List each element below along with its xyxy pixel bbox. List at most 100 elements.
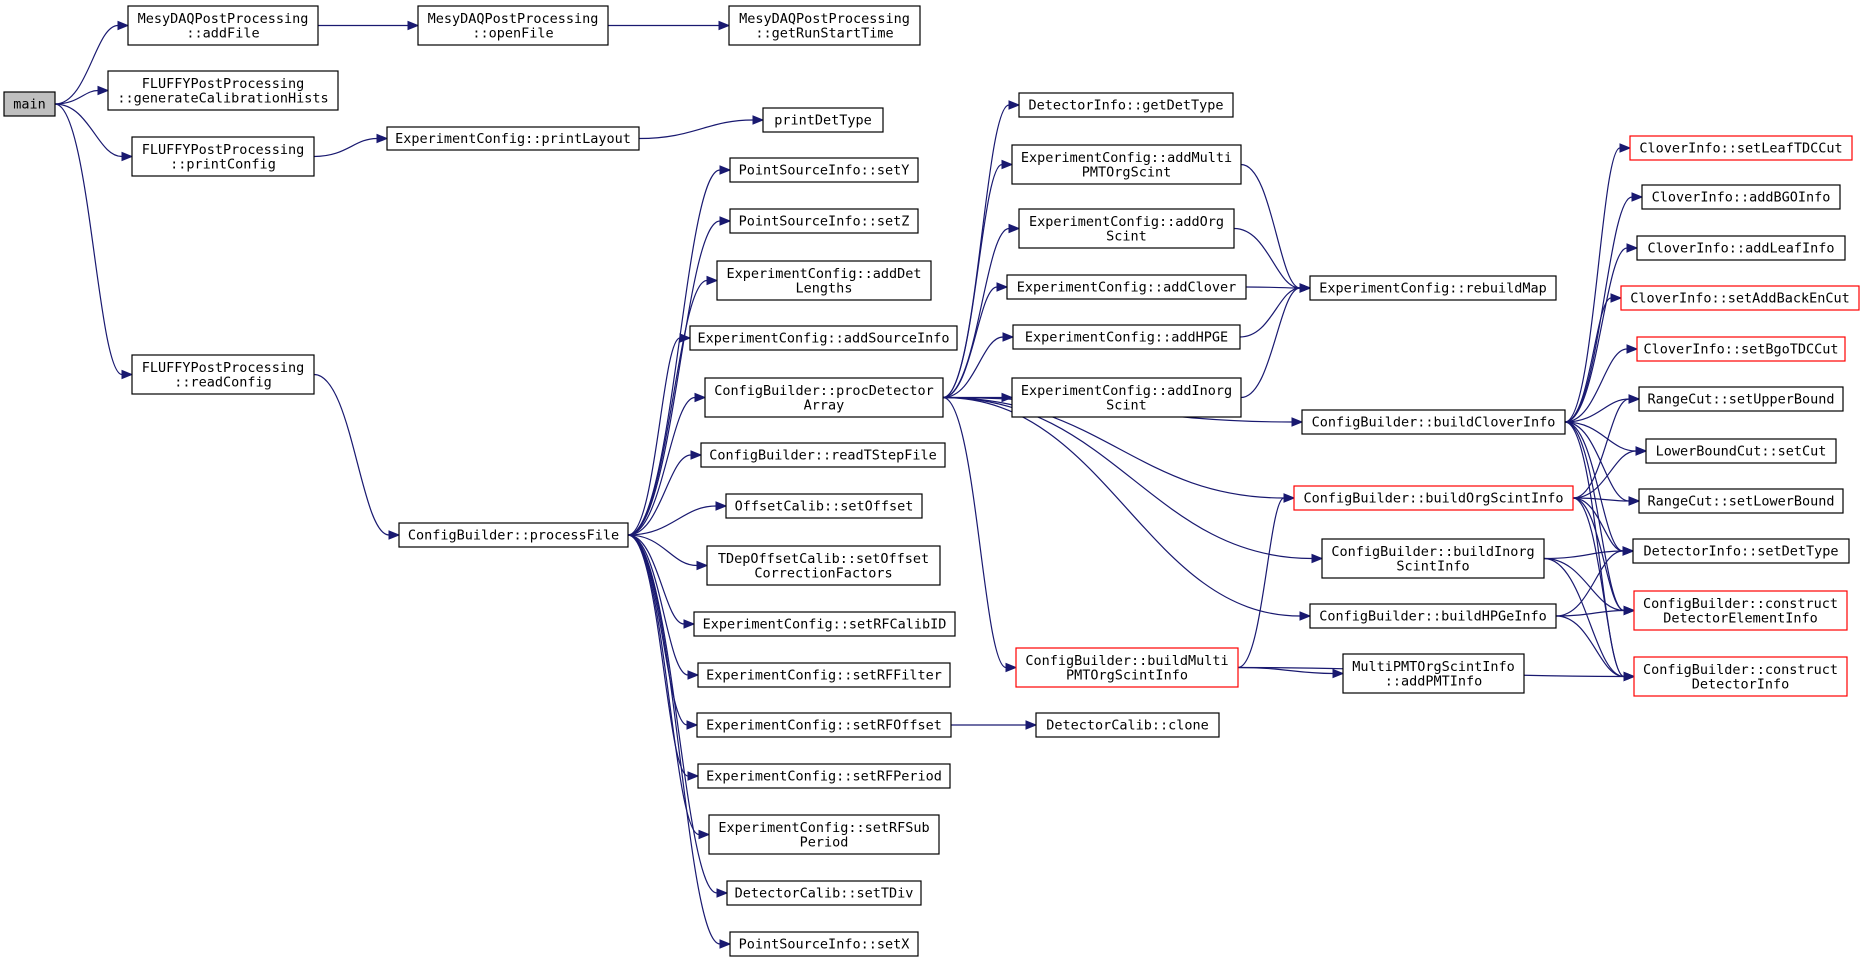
node-label: main: [13, 97, 46, 113]
node-buildOrgScintInfo[interactable]: ConfigBuilder::buildOrgScintInfo: [1293, 485, 1574, 511]
node-label: FLUFFYPostProcessing: [142, 142, 305, 158]
node-label: RangeCut::setLowerBound: [1648, 494, 1835, 510]
node-setRFCalibID[interactable]: ExperimentConfig::setRFCalibID: [693, 611, 956, 637]
node-label: DetectorCalib::setTDiv: [735, 886, 914, 902]
node-printDetType[interactable]: printDetType: [762, 107, 884, 133]
node-label: ExperimentConfig::addClover: [1017, 280, 1236, 296]
node-label: CloverInfo::setAddBackEnCut: [1630, 291, 1849, 307]
edge-buildOrgScintInfo-to-setLowerBound: [1572, 496, 1641, 506]
node-setLeafTDCCut[interactable]: CloverInfo::setLeafTDCCut: [1629, 135, 1853, 161]
node-buildCloverInfo[interactable]: ConfigBuilder::buildCloverInfo: [1301, 409, 1566, 435]
node-addFile[interactable]: MesyDAQPostProcessing::addFile: [127, 5, 319, 46]
node-psSetZ[interactable]: PointSourceInfo::setZ: [729, 208, 919, 234]
node-constructDetElem[interactable]: ConfigBuilder::constructDetectorElementI…: [1633, 590, 1848, 631]
edge-addInorgScint-to-rebuildMap: [1240, 283, 1312, 399]
node-label: CloverInfo::addLeafInfo: [1648, 241, 1835, 257]
node-setBgoTDCCut[interactable]: CloverInfo::setBgoTDCCut: [1636, 336, 1846, 362]
edge-buildMultiPMT-to-buildOrgScintInfo: [1237, 493, 1296, 669]
node-setOffset[interactable]: OffsetCalib::setOffset: [725, 493, 923, 519]
edge-procDetArray-to-buildMultiPMT: [942, 396, 1018, 673]
edge-buildCloverInfo-to-setBgoTDCCut: [1564, 344, 1639, 423]
node-addClover[interactable]: ExperimentConfig::addClover: [1006, 274, 1247, 300]
edge-processFile-to-addDetLengths: [627, 275, 719, 536]
node-genCalib[interactable]: FLUFFYPostProcessing::generateCalibratio…: [107, 70, 339, 111]
node-main[interactable]: main: [3, 91, 56, 117]
node-psSetY[interactable]: PointSourceInfo::setY: [729, 157, 919, 183]
node-setTDiv[interactable]: DetectorCalib::setTDiv: [726, 880, 922, 906]
edge-procDetArray-to-addHPGE: [942, 332, 1015, 399]
edge-processFile-to-setOffset: [627, 501, 728, 536]
node-addBGOInfo[interactable]: CloverInfo::addBGOInfo: [1641, 184, 1841, 210]
node-label: ExperimentConfig::addSourceInfo: [698, 331, 950, 347]
node-label: ConfigBuilder::readTStepFile: [709, 448, 937, 464]
node-setDetType[interactable]: DetectorInfo::setDetType: [1632, 538, 1850, 564]
edge-procDetArray-to-buildHPGeInfo: [942, 396, 1312, 621]
node-setAddBackEnCut[interactable]: CloverInfo::setAddBackEnCut: [1620, 285, 1860, 311]
node-addSourceInfo[interactable]: ExperimentConfig::addSourceInfo: [689, 325, 958, 351]
edge-buildInorgScint-to-setDetType: [1543, 546, 1635, 560]
node-label: Array: [804, 397, 845, 413]
node-detCalibClone[interactable]: DetectorCalib::clone: [1035, 712, 1220, 738]
node-label: CorrectionFactors: [754, 565, 892, 581]
node-setOffsetCorr[interactable]: TDepOffsetCalib::setOffsetCorrectionFact…: [706, 545, 941, 586]
node-label: Lengths: [796, 280, 853, 296]
node-setLowerBound[interactable]: RangeCut::setLowerBound: [1638, 488, 1844, 514]
node-label: CloverInfo::setLeafTDCCut: [1639, 141, 1842, 157]
node-label: ExperimentConfig::addMulti: [1021, 150, 1232, 166]
edge-buildCloverInfo-to-setLeafTDCCut: [1564, 143, 1632, 423]
node-label: ::generateCalibrationHists: [117, 90, 328, 106]
node-printLayout[interactable]: ExperimentConfig::printLayout: [386, 126, 640, 151]
node-label: ::openFile: [472, 25, 553, 41]
node-openFile[interactable]: MesyDAQPostProcessing::openFile: [417, 5, 609, 46]
edge-buildHPGeInfo-to-constructDetElem: [1555, 605, 1636, 617]
node-readConfig[interactable]: FLUFFYPostProcessing::readConfig: [131, 354, 315, 395]
edge-openFile-to-getRunStartTime: [608, 20, 731, 31]
edge-procDetArray-to-addMultiPMT: [942, 159, 1014, 399]
node-label: ConfigBuilder::buildHPGeInfo: [1319, 609, 1547, 625]
node-label: ConfigBuilder::procDetector: [714, 383, 933, 399]
node-addHPGE[interactable]: ExperimentConfig::addHPGE: [1012, 324, 1241, 350]
node-addPMTInfo[interactable]: MultiPMTOrgScintInfo::addPMTInfo: [1342, 653, 1525, 694]
node-printConfig[interactable]: FLUFFYPostProcessing::printConfig: [131, 136, 315, 177]
node-label: ExperimentConfig::addInorg: [1021, 383, 1232, 399]
node-label: ::printConfig: [170, 156, 276, 172]
node-getDetType[interactable]: DetectorInfo::getDetType: [1018, 92, 1234, 118]
node-readTStep[interactable]: ConfigBuilder::readTStepFile: [700, 442, 946, 468]
node-label: DetectorInfo::setDetType: [1643, 544, 1838, 560]
node-label: ScintInfo: [1396, 558, 1469, 574]
node-label: PointSourceInfo::setX: [739, 937, 910, 953]
node-buildHPGeInfo[interactable]: ConfigBuilder::buildHPGeInfo: [1309, 603, 1557, 629]
node-addLeafInfo[interactable]: CloverInfo::addLeafInfo: [1636, 235, 1846, 261]
node-label: OffsetCalib::setOffset: [735, 499, 914, 515]
node-label: Period: [800, 834, 849, 850]
node-label: LowerBoundCut::setCut: [1656, 444, 1827, 460]
edge-printLayout-to-printDetType: [638, 115, 765, 140]
node-getRunStartTime[interactable]: MesyDAQPostProcessing::getRunStartTime: [728, 5, 921, 46]
node-setUpperBound[interactable]: RangeCut::setUpperBound: [1638, 386, 1844, 412]
node-processFile[interactable]: ConfigBuilder::processFile: [398, 522, 629, 548]
edge-processFile-to-addSourceInfo: [627, 333, 692, 536]
node-setRFOffset[interactable]: ExperimentConfig::setRFOffset: [696, 712, 952, 738]
node-setRFFilter[interactable]: ExperimentConfig::setRFFilter: [697, 662, 951, 688]
node-setRFPeriod[interactable]: ExperimentConfig::setRFPeriod: [697, 763, 951, 789]
node-psSetX[interactable]: PointSourceInfo::setX: [729, 931, 919, 957]
node-rebuildMap[interactable]: ExperimentConfig::rebuildMap: [1309, 275, 1557, 301]
edge-buildOrgScintInfo-to-setUpperBound: [1572, 394, 1641, 499]
node-label: ConfigBuilder::buildInorg: [1331, 544, 1534, 560]
edge-printConfig-to-printLayout: [313, 133, 389, 158]
edge-buildCloverInfo-to-constructDetElem: [1564, 421, 1636, 616]
node-label: CloverInfo::setBgoTDCCut: [1643, 342, 1838, 358]
node-label: ConfigBuilder::construct: [1643, 596, 1838, 612]
node-lbSetCut[interactable]: LowerBoundCut::setCut: [1645, 438, 1837, 464]
edge-addFile-to-openFile: [318, 20, 420, 31]
